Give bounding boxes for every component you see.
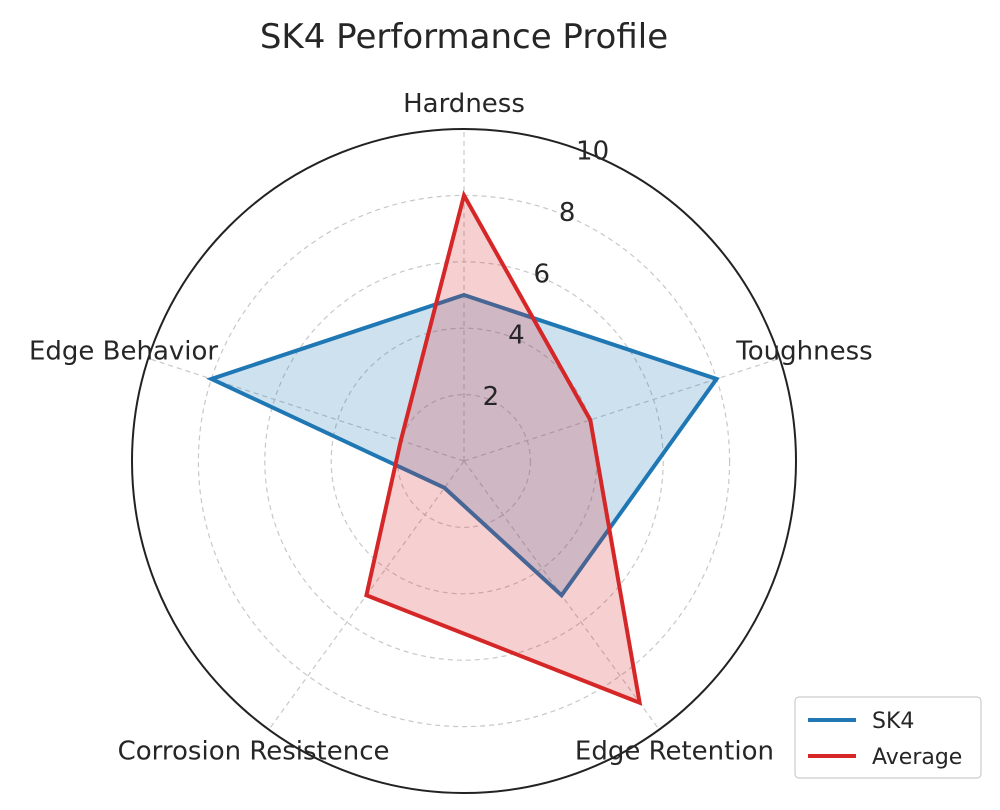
axis-label: Corrosion Resistence <box>118 737 390 767</box>
series-fill-average <box>366 195 640 703</box>
axis-spoke <box>148 357 465 462</box>
radial-tick-label: 2 <box>483 382 500 412</box>
series-line-average <box>364 190 643 706</box>
legend-label: Average <box>872 745 962 770</box>
radial-tick-label: 6 <box>533 259 550 289</box>
legend-label: SK4 <box>872 709 914 734</box>
series-fill-sk4 <box>211 295 717 596</box>
axis-label: Toughness <box>735 336 872 366</box>
radial-tick-label: 8 <box>559 198 576 228</box>
axis-label: Edge Behavior <box>29 336 218 366</box>
outer-circle <box>131 128 797 794</box>
series-line-sk4 <box>206 292 720 599</box>
radial-tick-label: 4 <box>508 321 525 351</box>
axis-label: Hardness <box>403 89 525 119</box>
radial-tick-label: 10 <box>576 137 609 167</box>
axis-spoke <box>463 357 780 462</box>
chart-title: SK4 Performance Profile <box>260 17 668 57</box>
axis-label: Edge Retention <box>575 737 774 767</box>
